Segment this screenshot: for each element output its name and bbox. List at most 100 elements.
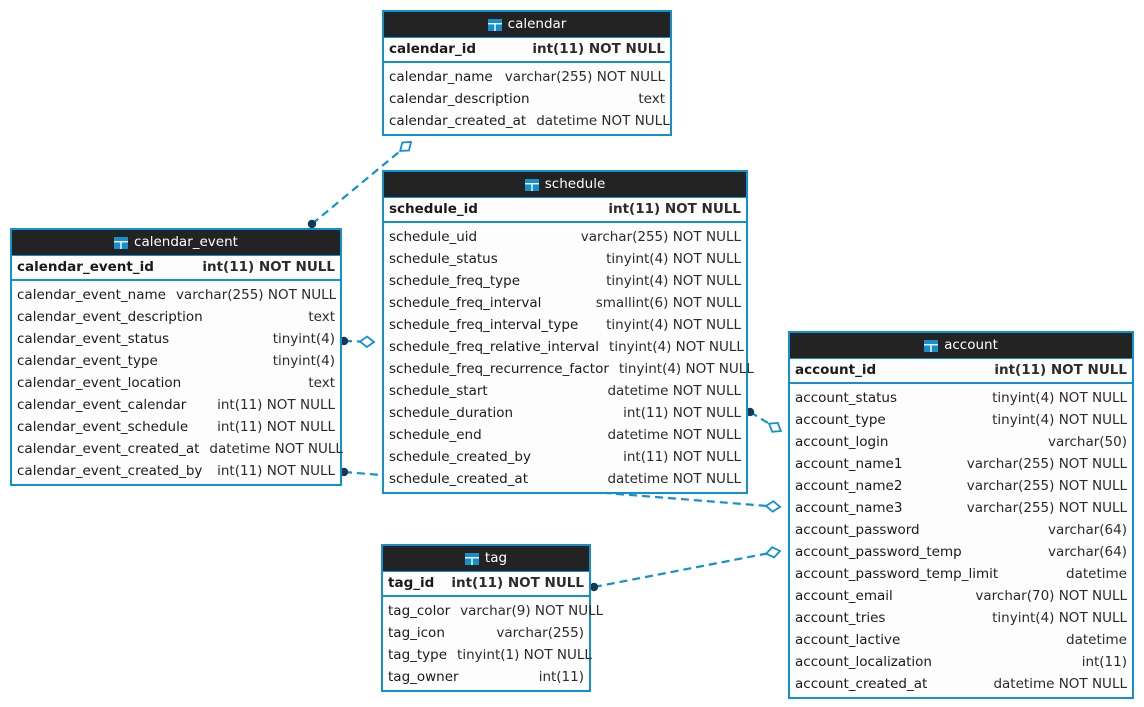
entity-title: schedule [544, 176, 606, 192]
column-type: tinyint(1) NOT NULL [457, 647, 592, 663]
table-icon [924, 339, 939, 352]
column-type: tinyint(4) NOT NULL [606, 317, 741, 333]
entity-title: calendar [507, 16, 567, 32]
column-type: varchar(255) NOT NULL [966, 478, 1127, 494]
column-type: tinyint(4) NOT NULL [606, 273, 741, 289]
relationship-line [749, 411, 770, 425]
column-type: varchar(255) NOT NULL [966, 500, 1127, 516]
relationship-endpoint-diamond-icon [767, 421, 783, 433]
column-name: calendar_event_schedule [17, 419, 189, 435]
column-name: account_id [795, 362, 877, 378]
column-type: int(11) NOT NULL [994, 362, 1127, 378]
column-name: account_name1 [795, 456, 903, 472]
relationship-rel-tag-to-account[interactable] [589, 546, 782, 592]
column-type: int(11) NOT NULL [451, 575, 584, 591]
column-name: calendar_event_status [17, 331, 170, 347]
column-row[interactable]: calendar_event_type tinyint(4) [12, 350, 340, 372]
entity-header-calendar_event[interactable]: calendar_event [12, 230, 340, 256]
column-row[interactable]: schedule_freq_type tinyint(4) NOT NULL [384, 270, 746, 292]
column-name: account_created_at [795, 676, 928, 692]
column-type: int(11) NOT NULL [623, 449, 741, 465]
column-type: varchar(255) NOT NULL [580, 229, 741, 245]
relationship-rel-schedule-to-account[interactable] [745, 407, 783, 433]
column-type: datetime NOT NULL [607, 471, 741, 487]
column-name: account_localization [795, 654, 932, 670]
column-name: tag_type [388, 647, 448, 663]
entity-header-account[interactable]: account [790, 333, 1132, 359]
table-icon [524, 178, 539, 191]
column-name: calendar_event_location [17, 375, 182, 391]
column-type: tinyint(4) NOT NULL [618, 361, 754, 377]
column-row[interactable]: tag_type tinyint(1) NOT NULL [383, 644, 592, 666]
column-type: tinyint(4) NOT NULL [606, 251, 741, 267]
column-name: tag_color [388, 603, 451, 619]
column-name: calendar_event_created_by [17, 463, 203, 479]
column-name: schedule_freq_type [389, 273, 521, 289]
entity-header-tag[interactable]: tag [383, 546, 589, 572]
entity-header-schedule[interactable]: schedule [384, 172, 746, 198]
column-name: account_tries [795, 610, 886, 626]
column-name: schedule_start [389, 383, 488, 399]
column-type: tinyint(4) [272, 353, 335, 369]
primary-key-row[interactable]: account_id int(11) NOT NULL [790, 359, 1132, 384]
column-type: text [638, 91, 665, 107]
entity-title: calendar_event [134, 234, 238, 250]
column-name: calendar_event_type [17, 353, 158, 369]
entity-header-calendar[interactable]: calendar [384, 12, 670, 38]
column-type: varchar(50) [1047, 434, 1127, 450]
relationship-rel-calendar-event-to-schedule[interactable] [339, 335, 376, 349]
relationship-endpoint-diamond-icon [764, 500, 782, 513]
